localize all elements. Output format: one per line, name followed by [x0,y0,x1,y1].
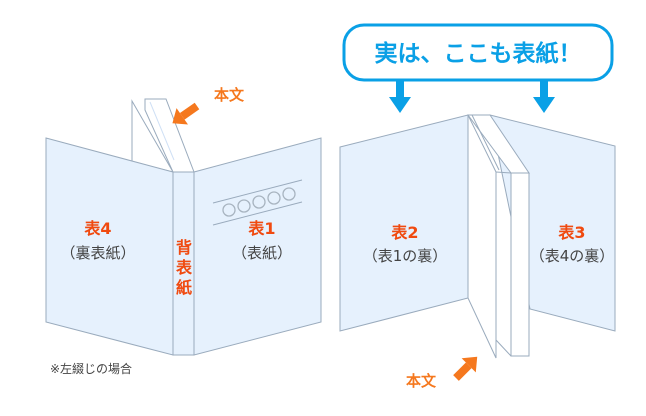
spine-label-1: 背 [176,238,192,257]
callout-text: 実は、ここも表紙！ [375,40,582,67]
back-cover-sub: （裏表紙） [60,244,135,262]
right-book [339,114,616,359]
body-block [510,172,530,357]
title-circles [222,187,296,217]
left-book [45,98,322,356]
inside-front-label: 表2 [390,223,418,242]
front-cover [193,137,322,356]
back-cover-label: 表4 [83,219,111,238]
inside-back-sub: （表4の裏） [530,247,615,265]
callout-bubble [342,23,614,82]
body-leaf [467,114,497,359]
inside-back-label: 表3 [557,223,585,242]
binding-note: ※左綴じの場合 [50,361,132,376]
arrow-icon-body-right [453,356,478,381]
inside-front-sub: （表1の裏） [363,247,448,265]
arrow-down-icon-right [533,81,555,113]
body-label-right: 本文 [406,372,437,390]
spine-label-3: 紙 [176,278,192,297]
front-cover-sub: （表紙） [232,244,292,262]
front-cover-label: 表1 [247,219,275,238]
arrow-icon-body-left [172,102,200,125]
body-label-left: 本文 [214,86,245,104]
spine-label-2: 表 [175,258,193,277]
arrow-down-icon-left [389,81,411,113]
